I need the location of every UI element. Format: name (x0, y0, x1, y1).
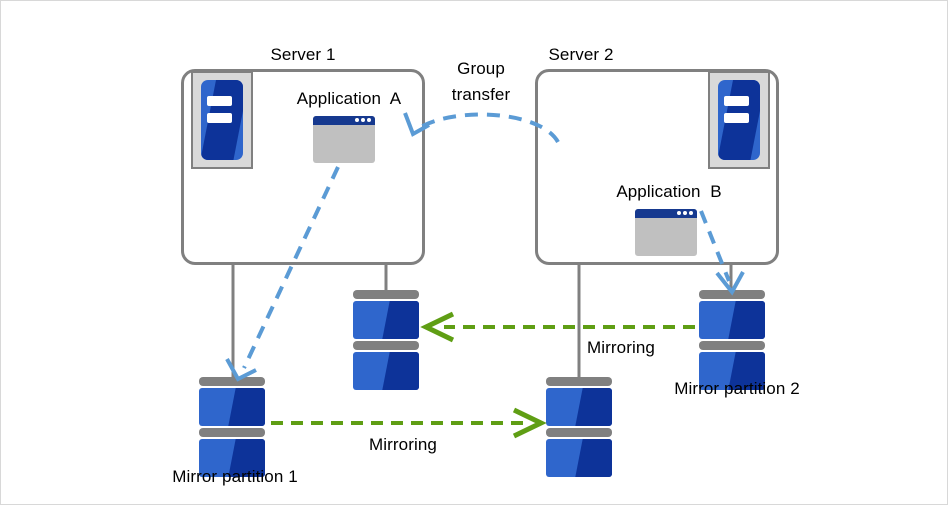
mirroring-lower-label: Mirroring (369, 435, 437, 454)
app-a-title-bar (313, 116, 375, 125)
mirror-partition-1-label: Mirror partition 1 (172, 467, 298, 486)
mirroring-lower-arrow (271, 407, 547, 439)
group-transfer-label-line2: transfer (451, 85, 511, 104)
app-b-window-dots (677, 211, 693, 215)
mirroring-upper-arrow (420, 311, 695, 343)
disk-stack-icon-server2-secondary[interactable] (546, 377, 612, 479)
application-window-icon-a[interactable] (313, 116, 375, 163)
server-1-label: Server 1 (270, 45, 336, 64)
disk-stack-icon-mirror-partition-1[interactable] (199, 377, 265, 479)
disk-stack-icon-server1-secondary[interactable] (353, 290, 419, 392)
application-a-label: Application A (296, 89, 402, 108)
group-transfer-label-line1: Group (457, 59, 505, 78)
application-window-icon-b[interactable] (635, 209, 697, 256)
server-machine-icon-1 (191, 71, 253, 169)
server-2-label: Server 2 (548, 45, 614, 64)
mirroring-upper-label: Mirroring (587, 338, 655, 357)
app-a-window-dots (355, 118, 371, 122)
app-a-to-mirror-partition-1-arrow (225, 166, 340, 382)
app-b-to-mirror-partition-2-arrow (699, 210, 745, 296)
server-machine-icon-2 (708, 71, 770, 169)
group-transfer-arrow (403, 112, 560, 144)
app-b-title-bar (635, 209, 697, 218)
application-b-label: Application B (616, 182, 722, 201)
mirror-partition-2-label: Mirror partition 2 (674, 379, 800, 398)
